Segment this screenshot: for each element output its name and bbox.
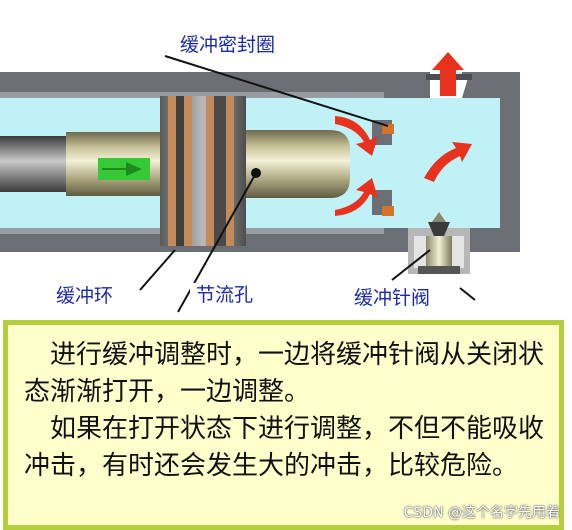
watermark: CSDN @这个名字先用着: [403, 505, 560, 521]
cushion-seal-label: 缓冲密封圈: [174, 33, 282, 57]
explanation-panel: 进行缓冲调整时，一边将缓冲针阀从关闭状态渐渐打开，一边调整。 如果在打开状态下进…: [3, 320, 564, 530]
cushion-ring: [160, 96, 246, 246]
cushion-ring-label: 缓冲环: [50, 284, 120, 308]
needle-valve: [408, 212, 470, 274]
paragraph-warning: 如果在打开状态下进行调整，不但不能吸收冲击，有时还会发生大的冲击，比较危险。: [24, 414, 545, 481]
throttle-hole-label: 节流孔: [190, 283, 260, 307]
paragraph-adjust: 进行缓冲调整时，一边将缓冲针阀从关闭状态渐渐打开，一边调整。: [24, 340, 545, 407]
cushion-seal: [382, 124, 394, 216]
flow-arrows: [335, 52, 472, 216]
needle-valve-label: 缓冲针阀: [348, 286, 437, 310]
end-cap-housing: [372, 72, 520, 252]
